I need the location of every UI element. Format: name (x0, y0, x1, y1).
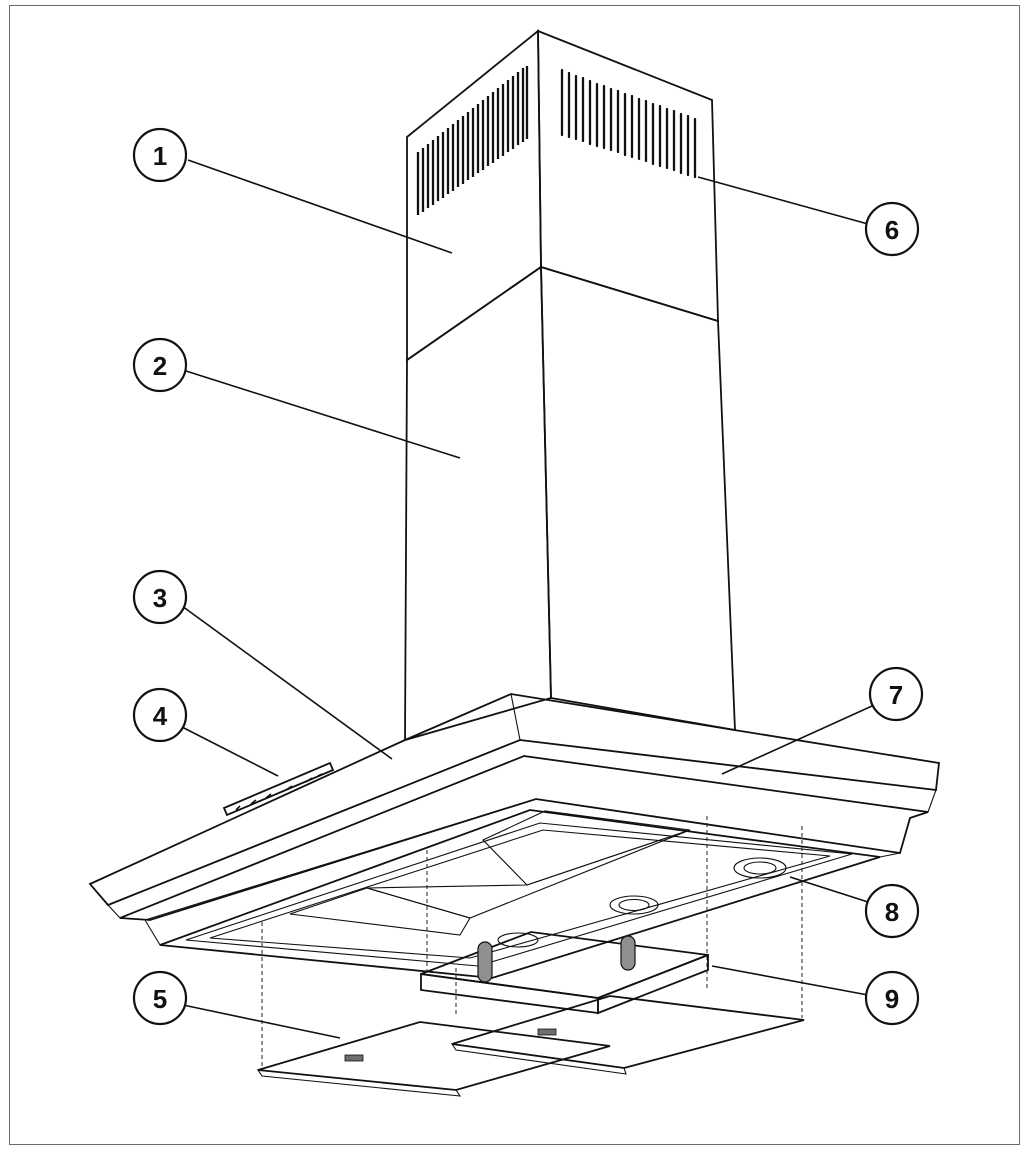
leader-5 (182, 1004, 341, 1039)
leader-8 (789, 876, 869, 903)
leader-7 (721, 705, 873, 775)
leader-lines (181, 159, 873, 1039)
halogen-lamps (497, 857, 787, 948)
assembly-guide-lines (261, 816, 803, 1068)
blower-grille (289, 810, 691, 936)
leader-6 (697, 176, 869, 225)
callout-6: 6 (864, 201, 920, 257)
callout-3: 3 (132, 569, 188, 625)
hood-canopy (88, 693, 940, 979)
leader-2 (185, 370, 461, 459)
callout-7-label: 7 (889, 680, 903, 710)
callout-6-label: 6 (885, 215, 899, 245)
leader-1 (187, 159, 453, 254)
control-panel (222, 761, 335, 817)
grease-filters (256, 995, 805, 1097)
leader-9 (711, 965, 869, 996)
callout-3-label: 3 (153, 583, 167, 613)
callout-1-label: 1 (153, 141, 167, 171)
callout-2: 2 (132, 337, 188, 393)
callout-5: 5 (132, 970, 188, 1026)
charcoal-filter (420, 931, 709, 1015)
callout-4: 4 (132, 687, 188, 743)
callout-8-label: 8 (885, 897, 899, 927)
callout-8: 8 (864, 883, 920, 939)
callout-2-label: 2 (153, 351, 167, 381)
callout-1: 1 (132, 127, 188, 183)
lower-chimney-section (404, 265, 736, 742)
diagram-frame (9, 5, 1020, 1145)
upper-chimney-section (406, 29, 719, 362)
chimney-vents-left (416, 66, 529, 215)
callout-5-label: 5 (153, 984, 167, 1014)
callout-7: 7 (868, 666, 924, 722)
callout-4-label: 4 (153, 701, 168, 731)
callout-9-label: 9 (885, 984, 899, 1014)
leader-4 (181, 726, 279, 777)
callout-9: 9 (864, 970, 920, 1026)
leader-3 (181, 605, 393, 760)
chimney-vents-right (560, 68, 697, 179)
